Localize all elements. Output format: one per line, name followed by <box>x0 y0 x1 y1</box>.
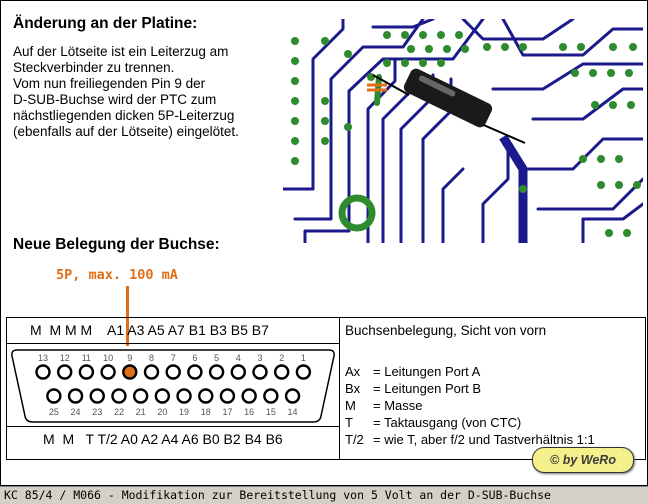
description-line: (ebenfalls auf der Lötseite) eingelötet. <box>13 124 239 139</box>
pin-number: 24 <box>71 407 81 417</box>
pin-number: 1 <box>301 353 306 363</box>
pin-8 <box>143 364 160 380</box>
pin-number: 19 <box>179 407 189 417</box>
pin-7 <box>165 364 181 380</box>
pin-10 <box>100 364 116 380</box>
pin-6 <box>187 364 203 380</box>
description-line: D-SUB-Buchse wird der PTC zum <box>13 92 217 107</box>
pin-number: 13 <box>38 353 48 363</box>
pcb-photo <box>283 19 643 243</box>
description-line: Auf der Lötseite ist ein Leiterzug am <box>13 44 229 59</box>
status-bar: KC 85/4 / M066 - Modifikation zur Bereit… <box>0 486 648 504</box>
pin-number: 6 <box>192 353 197 363</box>
pin-number: 25 <box>49 407 59 417</box>
pin-number: 8 <box>149 353 154 363</box>
pin-number: 2 <box>279 353 284 363</box>
pin-number: 12 <box>60 353 70 363</box>
pin-number: 15 <box>266 407 276 417</box>
description-line: Vom nun freiliegenden Pin 9 der <box>13 76 206 91</box>
pin-18 <box>198 388 214 404</box>
heading-board-change: Änderung an der Platine: <box>13 15 198 32</box>
pin-number: 22 <box>114 407 124 417</box>
pin-2 <box>274 364 290 380</box>
pin-number: 9 <box>127 353 132 363</box>
pin-14 <box>284 388 301 404</box>
pin-1 <box>295 364 312 380</box>
pin-number: 16 <box>244 407 254 417</box>
pin-number: 4 <box>236 353 241 363</box>
pin-25 <box>46 388 62 404</box>
pin-number: 11 <box>82 353 91 363</box>
pin-3 <box>252 364 268 380</box>
pin-number: 21 <box>136 407 146 417</box>
pin-9 <box>122 364 138 380</box>
top-row-labels: M M M M A1 A3 A5 A7 B1 B3 B5 B7 <box>30 322 269 338</box>
legend-title: Buchsenbelegung, Sicht von vorn <box>345 323 547 338</box>
description-line: Steckverbinder zu trennen. <box>13 60 175 75</box>
pin-16 <box>241 388 257 404</box>
pin-number: 17 <box>222 407 232 417</box>
pin-number: 18 <box>201 407 211 417</box>
pin-number: 5 <box>214 353 219 363</box>
annotation-pointer <box>126 286 129 346</box>
pin-number: 14 <box>288 407 298 417</box>
pin-11 <box>78 364 95 380</box>
heading-new-assignment: Neue Belegung der Buchse: <box>13 236 220 253</box>
legend-item: M= Masse <box>345 398 423 413</box>
pin-number: 20 <box>157 407 167 417</box>
pin-number: 7 <box>171 353 176 363</box>
pin-24 <box>67 388 84 404</box>
content-frame: Änderung an der Platine: Auf der Lötseit… <box>0 0 648 486</box>
legend-item: Bx= Leitungen Port B <box>345 381 482 396</box>
legend-item: T= Taktausgang (von CTC) <box>345 415 522 430</box>
pin-15 <box>263 388 279 404</box>
author-signature: © by WeRo <box>532 447 634 473</box>
legend-item: T/2= wie T, aber f/2 und Tastverhältnis … <box>345 432 595 447</box>
pin-23 <box>89 388 105 404</box>
description-line: nächstliegenden dicken 5P-Leiterzug <box>13 108 235 123</box>
pin-17 <box>219 388 236 404</box>
pin-13 <box>35 364 51 380</box>
pin-19 <box>176 388 192 404</box>
pin-4 <box>230 364 247 380</box>
pin-22 <box>111 388 127 404</box>
pin-20 <box>154 388 171 404</box>
pin-number: 23 <box>92 407 102 417</box>
legend-item: Ax= Leitungen Port A <box>345 364 481 379</box>
pin-12 <box>57 364 73 380</box>
bottom-row-labels: M M T T/2 A0 A2 A4 A6 B0 B2 B4 B6 <box>43 431 283 447</box>
pin-5 <box>208 364 225 380</box>
pin-number: 3 <box>257 353 262 363</box>
pin-number: 10 <box>103 353 113 363</box>
description: Auf der Lötseite ist ein Leiterzug am St… <box>13 44 293 140</box>
pin-21 <box>132 388 149 404</box>
pin-annotation: 5P, max. 100 mA <box>56 267 178 283</box>
